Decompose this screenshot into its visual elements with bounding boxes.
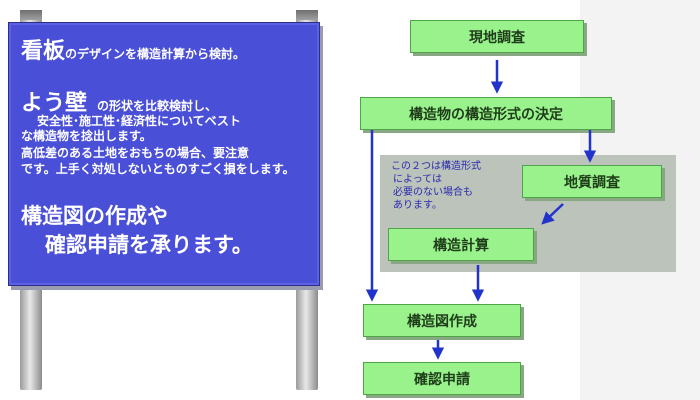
note-line: 必要のない場合も xyxy=(393,187,473,198)
step-geological-survey: 地質調査 xyxy=(522,165,662,198)
left-post-cap xyxy=(20,10,42,22)
sign-keyword-youheki: よう壁 xyxy=(21,91,88,116)
right-post-cap xyxy=(296,10,318,22)
optional-note: この２つは構造形式 によっては 必要のない場合も あります。 xyxy=(391,160,521,212)
sign-heading: 構造図の作成や xyxy=(21,204,168,228)
note-line: この２つは構造形式 xyxy=(391,161,481,172)
step-structural-form-decision: 構造物の構造形式の決定 xyxy=(360,97,612,130)
sign-keyword-kanban: 看板 xyxy=(21,39,66,64)
sign-panel: 看板のデザインを構造計算から検討。 よう壁の形状を比較検討し、 安全性･施工性･… xyxy=(8,22,320,286)
sign-text: です。上手く対処しないとものすごく損をします。 xyxy=(21,162,295,176)
arrow-geology-to-calc xyxy=(541,203,564,225)
sign-line-2: よう壁の形状を比較検討し、 xyxy=(21,85,217,117)
sign-text: 安全性･施工性･経済性についてベスト xyxy=(37,114,241,128)
sign-text: 高低差のある土地をおもちの場合、要注意 xyxy=(21,146,250,160)
step-structural-drawing: 構造図作成 xyxy=(363,304,521,337)
step-structural-calculation: 構造計算 xyxy=(388,228,534,261)
sign-line-1: 看板のデザインを構造計算から検討。 xyxy=(21,33,245,65)
sign-heading: 確認申請を承ります。 xyxy=(45,233,253,257)
sign-text: のデザインを構造計算から検討。 xyxy=(65,47,246,61)
note-line: あります。 xyxy=(393,200,442,211)
step-site-survey: 現地調査 xyxy=(410,20,584,53)
step-confirmation-application: 確認申請 xyxy=(363,362,521,395)
note-line: によっては xyxy=(393,174,442,185)
sign-text: な構造物を捻出します。 xyxy=(21,129,152,143)
sign-text: の形状を比較検討し、 xyxy=(97,99,218,113)
